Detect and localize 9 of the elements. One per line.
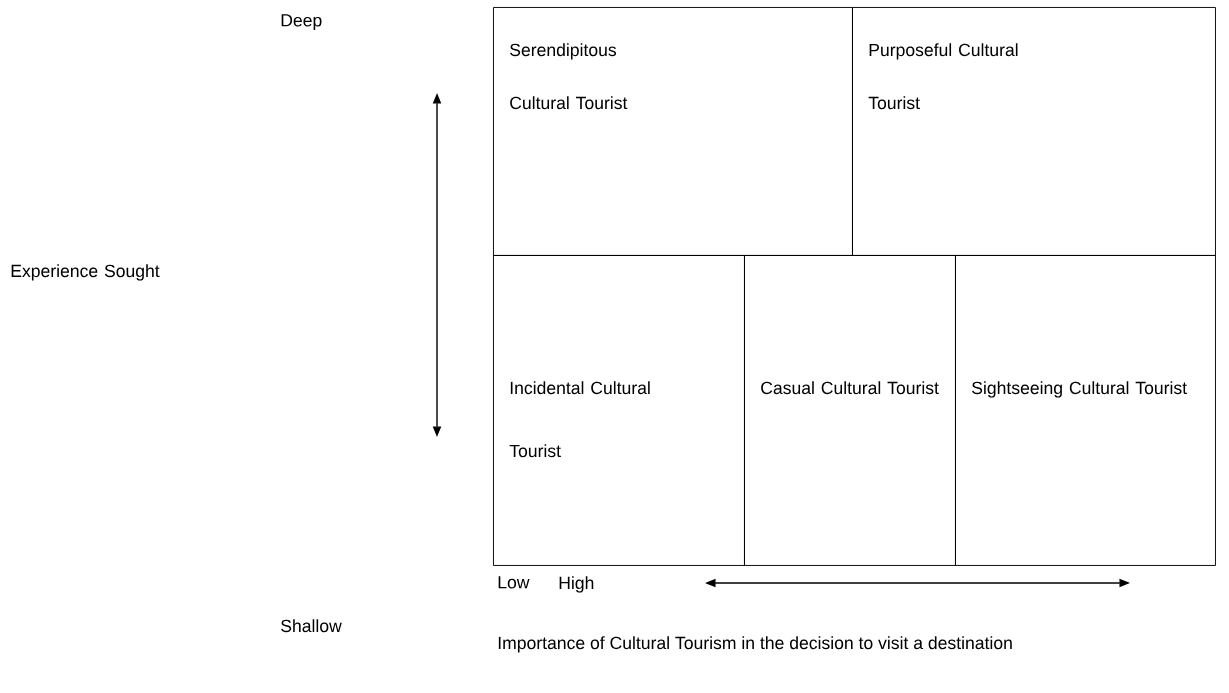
category-box: Casual Cultural Tourist	[744, 255, 956, 566]
axis-label: Importance of Cultural Tourism in the decision to visit a destination	[498, 636, 1012, 653]
category-box: Sightseeing Cultural Tourist	[955, 255, 1216, 566]
axis-label: Deep	[281, 14, 322, 30]
axis-label: Experience Sought	[11, 264, 160, 281]
category-box: Serendipitous Cultural Tourist	[493, 7, 853, 256]
category-box: Incidental Cultural Tourist	[493, 255, 745, 566]
category-box: Purposeful Cultural Tourist	[852, 7, 1216, 256]
axis-label: Shallow	[281, 619, 342, 633]
